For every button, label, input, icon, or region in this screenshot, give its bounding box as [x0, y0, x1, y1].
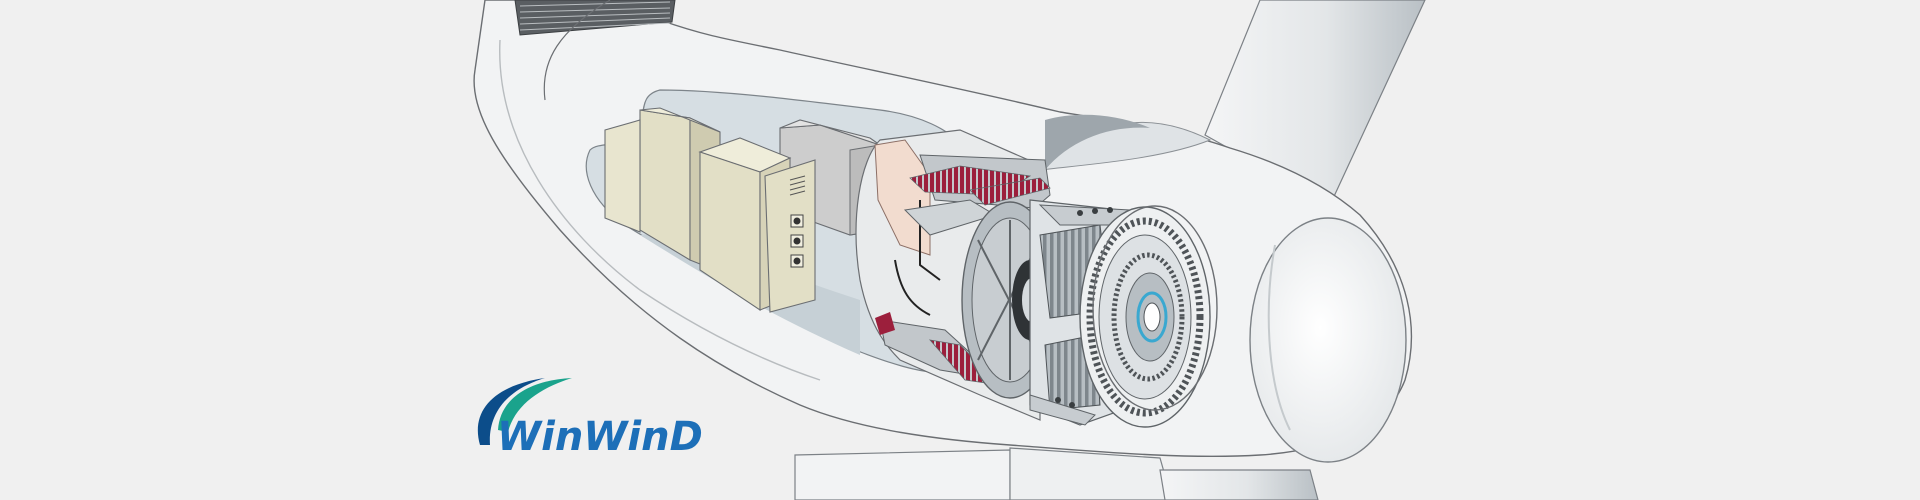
nacelle-rim-shadow: [1045, 114, 1150, 170]
hub-flange: [1092, 205, 1218, 411]
lower-blade-root: [1009, 447, 1173, 500]
tower-base: [794, 449, 1011, 500]
generator-cable-2: [894, 259, 931, 316]
body-edge-line: [499, 39, 821, 381]
bolt-icons: [1055, 207, 1113, 408]
logo-swoosh-dark: [477, 378, 545, 445]
cabinet-front: [698, 137, 816, 313]
spinner-nose: [1249, 217, 1407, 463]
lower-blade: [1159, 469, 1319, 500]
roof-cooler-grille: [519, 1, 671, 31]
logo-swoosh-teal: [498, 378, 572, 432]
generator-copper-plate: [874, 139, 931, 256]
winwind-logo: WinWinD: [477, 378, 703, 460]
ring-gear: [1079, 206, 1211, 428]
logo-text: WinWinD: [497, 414, 703, 460]
cabinet-vent-icon: [789, 175, 806, 196]
roof-curve: [543, 0, 611, 101]
generator-clamp: [875, 312, 895, 335]
cabinet-knob-icons: [790, 214, 804, 268]
spinner-edge: [1267, 244, 1291, 431]
gear-housing-plate-bottom: [1029, 394, 1096, 426]
stator-coils-top-2: [969, 177, 1051, 206]
